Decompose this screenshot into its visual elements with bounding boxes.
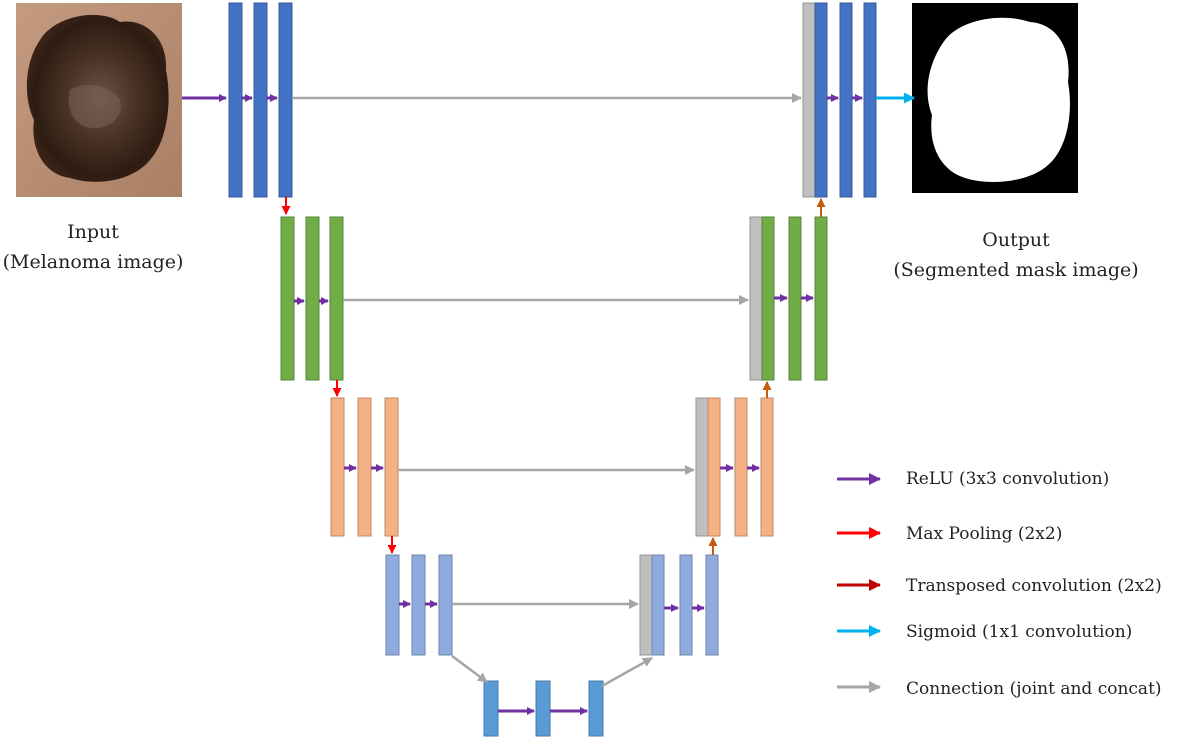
bottleneck-block-1 (483, 680, 499, 737)
encoder-2-block-1 (280, 216, 295, 381)
feature-map-blocks (228, 2, 877, 737)
encoder-3-block-3 (384, 397, 399, 537)
output-subtitle: (Segmented mask image) (893, 259, 1139, 281)
decoder-2-concat-block (749, 216, 763, 381)
legend-label-transposed-convolution: Transposed convolution (2x2) (906, 576, 1162, 596)
decoder-2-block-2 (788, 216, 802, 381)
bottleneck-block-2 (535, 680, 551, 737)
decoder-4-concat-block (639, 554, 653, 656)
encoder-1-block-2 (253, 2, 268, 198)
decoder-1-concat-block (802, 2, 816, 198)
decoder-3-concat-block (695, 397, 709, 537)
decoder-3-block-2 (734, 397, 748, 537)
operation-arrows (182, 92, 915, 715)
decoder-4-block-2 (679, 554, 693, 656)
encoder-4-block-2 (411, 554, 426, 656)
encoder-4-block-1 (385, 554, 400, 656)
decoder-1-block-1 (814, 2, 828, 198)
encoder-4-block-3 (438, 554, 453, 656)
encoder-2-block-2 (305, 216, 320, 381)
output-caption: Output (Segmented mask image) (880, 225, 1152, 285)
encoder-3-block-1 (330, 397, 345, 537)
decoder-3-block-1 (707, 397, 721, 537)
decoder-1-block-2 (839, 2, 853, 198)
decoder-4-block-3 (705, 554, 719, 656)
input-melanoma-image (16, 3, 182, 197)
encoder-3-block-2 (357, 397, 372, 537)
decoder-2-block-1 (761, 216, 775, 381)
output-mask-image (912, 3, 1078, 193)
legend-label-relu: ReLU (3x3 convolution) (906, 469, 1110, 489)
input-caption: Input (Melanoma image) (0, 217, 186, 277)
legend-label-connection: Connection (joint and concat) (906, 679, 1162, 699)
encoder-1-block-1 (228, 2, 243, 198)
decoder-4-block-1 (651, 554, 665, 656)
decoder-3-block-3 (760, 397, 774, 537)
connection-arrow (601, 656, 653, 688)
connection-arrow (451, 654, 488, 684)
decoder-2-block-3 (814, 216, 828, 381)
input-title: Input (67, 221, 119, 243)
encoder-2-block-3 (329, 216, 344, 381)
decoder-1-block-3 (863, 2, 877, 198)
encoder-1-block-3 (278, 2, 293, 198)
legend-label-max-pooling: Max Pooling (2x2) (906, 524, 1063, 544)
bottleneck-block-3 (588, 680, 604, 737)
output-title: Output (982, 229, 1050, 251)
input-subtitle: (Melanoma image) (2, 251, 184, 273)
legend-label-sigmoid: Sigmoid (1x1 convolution) (906, 622, 1133, 642)
